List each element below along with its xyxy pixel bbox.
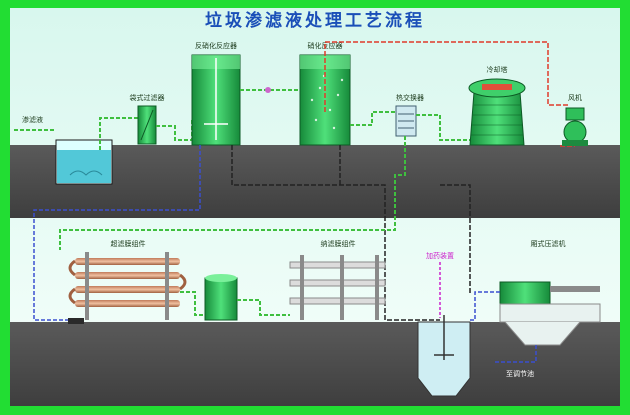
- label-ultrafiltration: 超滤膜组件: [111, 239, 146, 248]
- fan-motor: [566, 108, 584, 120]
- label-filter-press: 厢式压滤机: [531, 239, 566, 248]
- filter-press: [500, 282, 550, 304]
- valve: [265, 87, 271, 93]
- filter-press-hopper: [500, 304, 600, 322]
- label-fan: 风机: [568, 93, 582, 102]
- uf-pump: [68, 318, 84, 324]
- cooling-tower: [470, 92, 524, 145]
- label-bag-filter: 袋式过滤器: [130, 93, 165, 102]
- label-regulating-tank: 至调节池: [506, 369, 534, 378]
- intermediate-tank-top: [205, 274, 237, 282]
- label-cooling-tower: 冷却塔: [487, 65, 508, 74]
- cooling-tower-fan: [482, 84, 512, 90]
- filter-press-rail: [550, 286, 600, 292]
- intermediate-tank: [205, 278, 237, 320]
- sump-water: [57, 150, 111, 183]
- label-denitrification: 反硝化反应器: [195, 41, 237, 50]
- diagram-title: 垃圾渗滤液处理工艺流程: [205, 10, 425, 31]
- label-heat-exchanger: 热交换器: [396, 93, 424, 102]
- fan-base: [562, 140, 588, 146]
- label-nanofiltration: 纳滤膜组件: [321, 239, 356, 248]
- label-leachate: 渗滤液: [22, 115, 43, 124]
- fan-housing: [564, 121, 586, 143]
- label-dosing: 加药装置: [426, 251, 454, 260]
